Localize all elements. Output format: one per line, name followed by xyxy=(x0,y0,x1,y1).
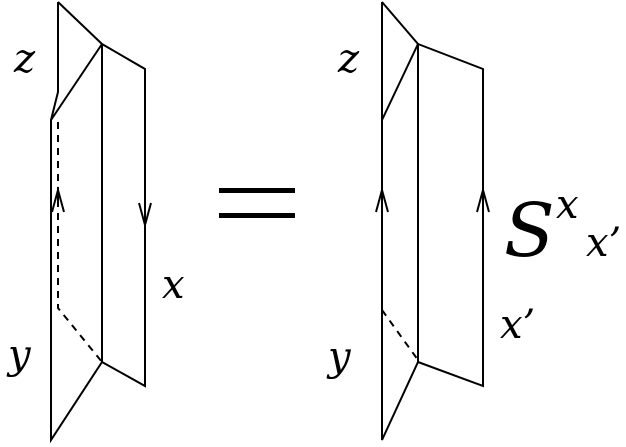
left-diagram: z y x xyxy=(6,1,185,444)
left-label-y: y xyxy=(6,332,32,378)
right-right-sheet xyxy=(417,43,484,388)
right-label-z: z xyxy=(337,36,360,82)
left-up-arrow xyxy=(51,186,65,213)
left-down-arrow xyxy=(138,202,152,229)
right-hidden-edge xyxy=(381,309,419,361)
equals-sign xyxy=(219,188,295,218)
right-diagram: z y x’ S x x’ xyxy=(326,1,621,441)
left-right-sheet xyxy=(101,43,146,388)
left-top-edge xyxy=(57,1,103,45)
left-back-sheet xyxy=(50,2,103,444)
right-back-sheet xyxy=(381,2,419,441)
left-hidden-edge xyxy=(57,122,103,363)
left-label-z: z xyxy=(13,36,36,82)
right-top-edge xyxy=(381,1,419,45)
right-up-arrow-right xyxy=(476,186,490,213)
left-fold-diagonal xyxy=(50,43,103,121)
left-label-x: x xyxy=(162,262,185,308)
s-symbol: S xyxy=(504,188,555,274)
s-subscript: x’ xyxy=(586,220,621,266)
right-up-arrow-left xyxy=(375,186,389,213)
right-label-xprime: x’ xyxy=(500,302,535,348)
right-fold-diagonal xyxy=(381,43,419,121)
s-superscript: x xyxy=(556,182,579,228)
right-label-y: y xyxy=(326,334,352,380)
